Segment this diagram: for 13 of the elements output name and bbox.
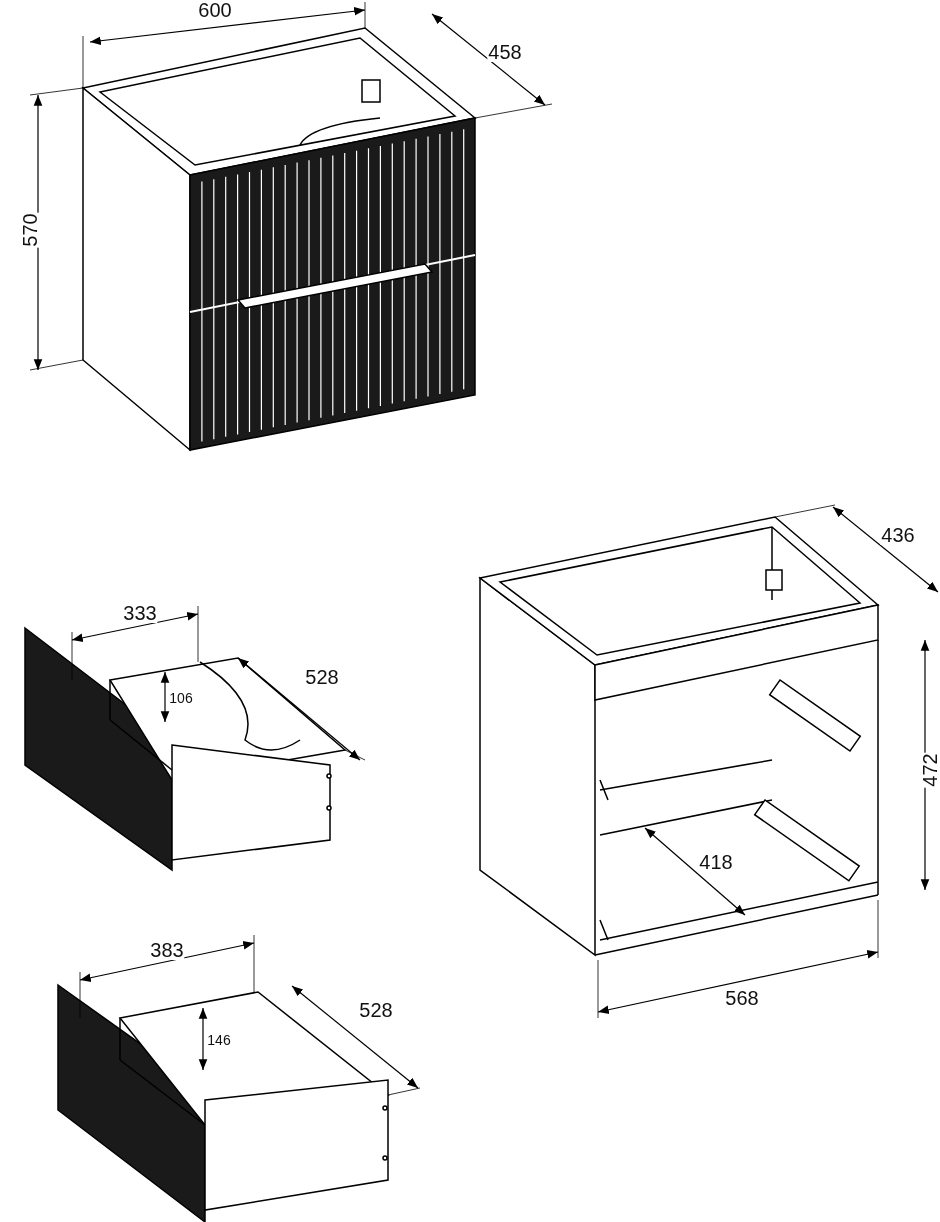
dimension-label: 472 — [920, 752, 940, 788]
dimension-label: 418 — [698, 852, 734, 872]
dimension-label: 436 — [880, 525, 916, 545]
dimension-label: 383 — [149, 940, 185, 960]
dimension-label: 568 — [724, 988, 760, 1008]
dimension-label: 458 — [487, 42, 523, 62]
dimension-label: 570 — [20, 212, 40, 248]
dimension-label: 528 — [358, 1000, 394, 1020]
dimension-label: 146 — [206, 1033, 232, 1047]
dimension-label: 333 — [122, 603, 158, 623]
dimension-label: 106 — [168, 691, 194, 705]
dimension-label: 528 — [304, 667, 340, 687]
dimension-label: 600 — [197, 0, 233, 20]
